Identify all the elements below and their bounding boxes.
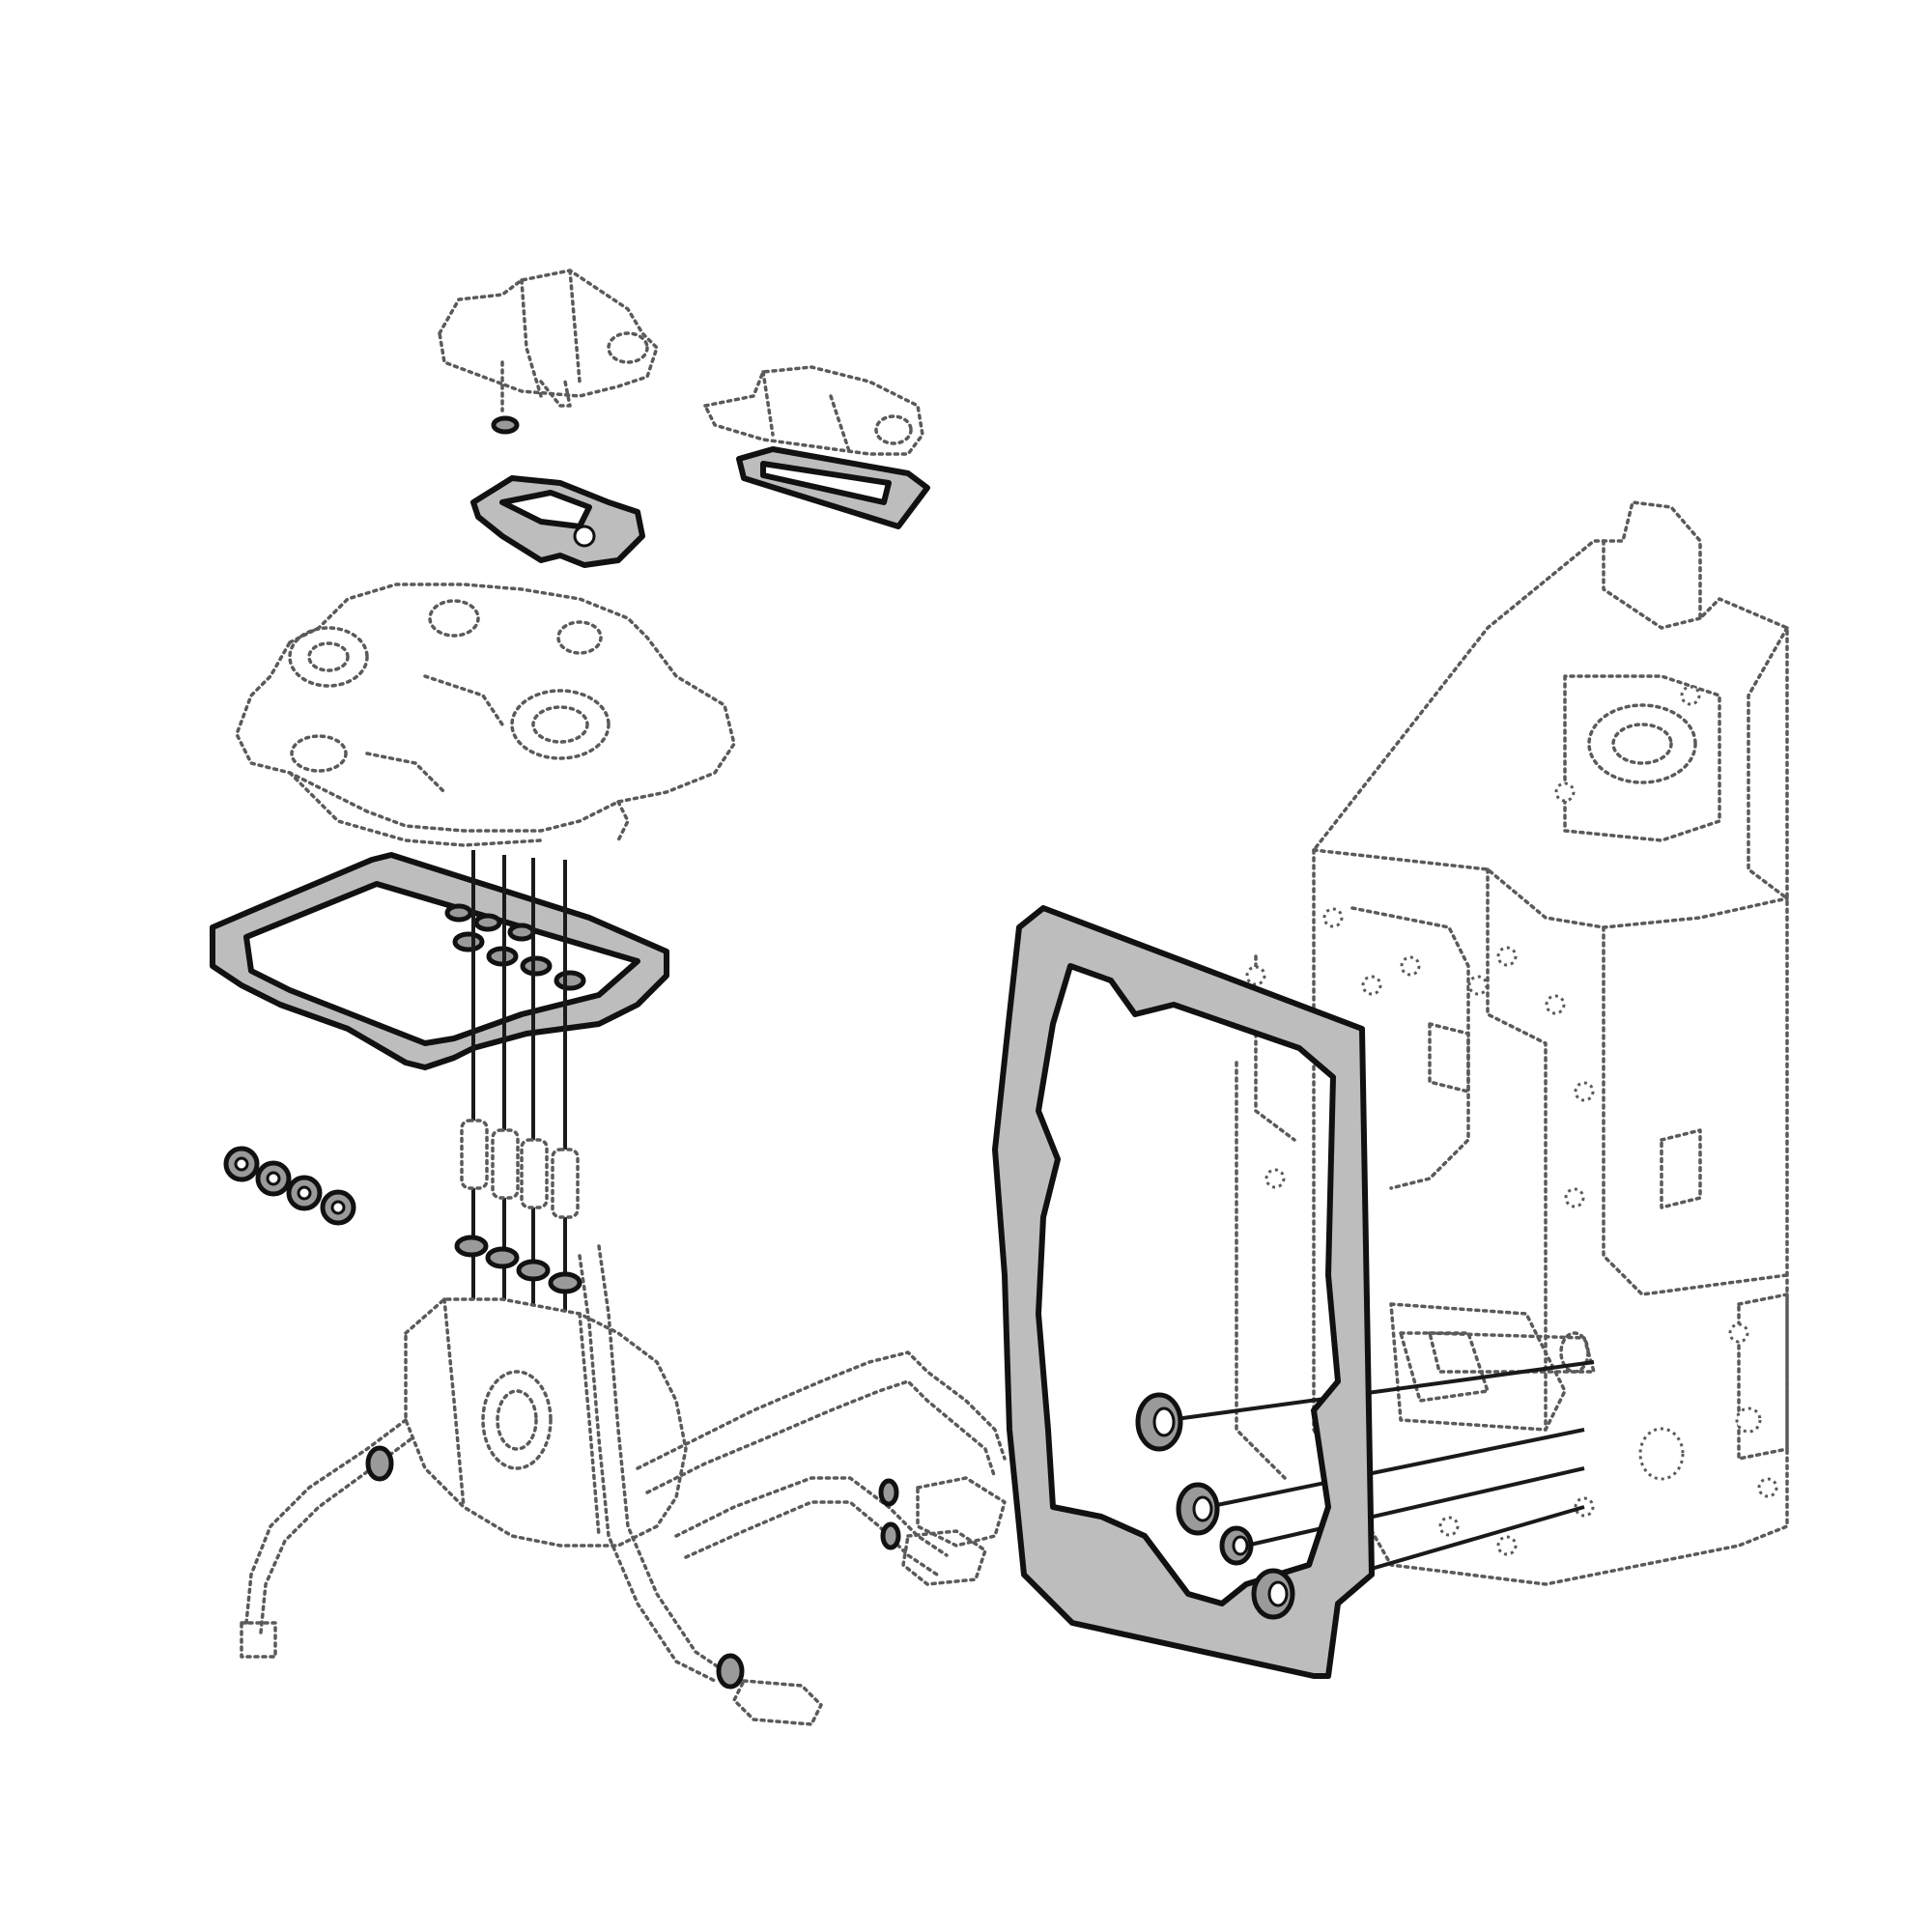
shaft-seal-4 xyxy=(1251,1568,1295,1620)
spacer-sleeve-2 xyxy=(491,1128,520,1200)
o-ring-upper-4 xyxy=(554,970,586,991)
shaft-seal-3 xyxy=(1219,1525,1254,1566)
spacer-sleeves xyxy=(460,1119,580,1219)
o-ring-lower-1 xyxy=(454,1235,489,1258)
valve-block xyxy=(235,582,736,847)
o-ring-row-left xyxy=(223,1146,356,1226)
solenoid-valve-upper-left xyxy=(438,269,659,435)
o-ring-lower-3 xyxy=(516,1259,551,1282)
pipe-fitting-seals xyxy=(365,1445,901,1690)
o-ring-row-lower xyxy=(454,1235,582,1294)
lower-manifold xyxy=(404,1297,688,1548)
o-ring-upper-3 xyxy=(520,955,553,977)
shaft-seal-1 xyxy=(1135,1392,1183,1452)
o-ring-lower-4 xyxy=(548,1271,582,1294)
o-ring-lower-2 xyxy=(485,1246,520,1269)
small-gasket-left xyxy=(470,475,645,568)
cover-plate-gasket xyxy=(992,905,1375,1679)
shaft-seal-2 xyxy=(1176,1482,1220,1536)
o-ring-upper-1 xyxy=(452,931,485,952)
transfer-pipes xyxy=(240,1244,1007,1726)
spacer-sleeve-1 xyxy=(460,1119,489,1190)
spacer-sleeve-3 xyxy=(520,1138,549,1209)
shaft-seals xyxy=(1135,1392,1295,1620)
valve-block-gasket xyxy=(210,852,669,1070)
solenoid-valve-upper-right xyxy=(703,365,924,456)
spacer-sleeve-4 xyxy=(551,1148,580,1219)
small-gasket-right xyxy=(736,446,930,529)
transmission-housing xyxy=(1235,500,1789,1586)
